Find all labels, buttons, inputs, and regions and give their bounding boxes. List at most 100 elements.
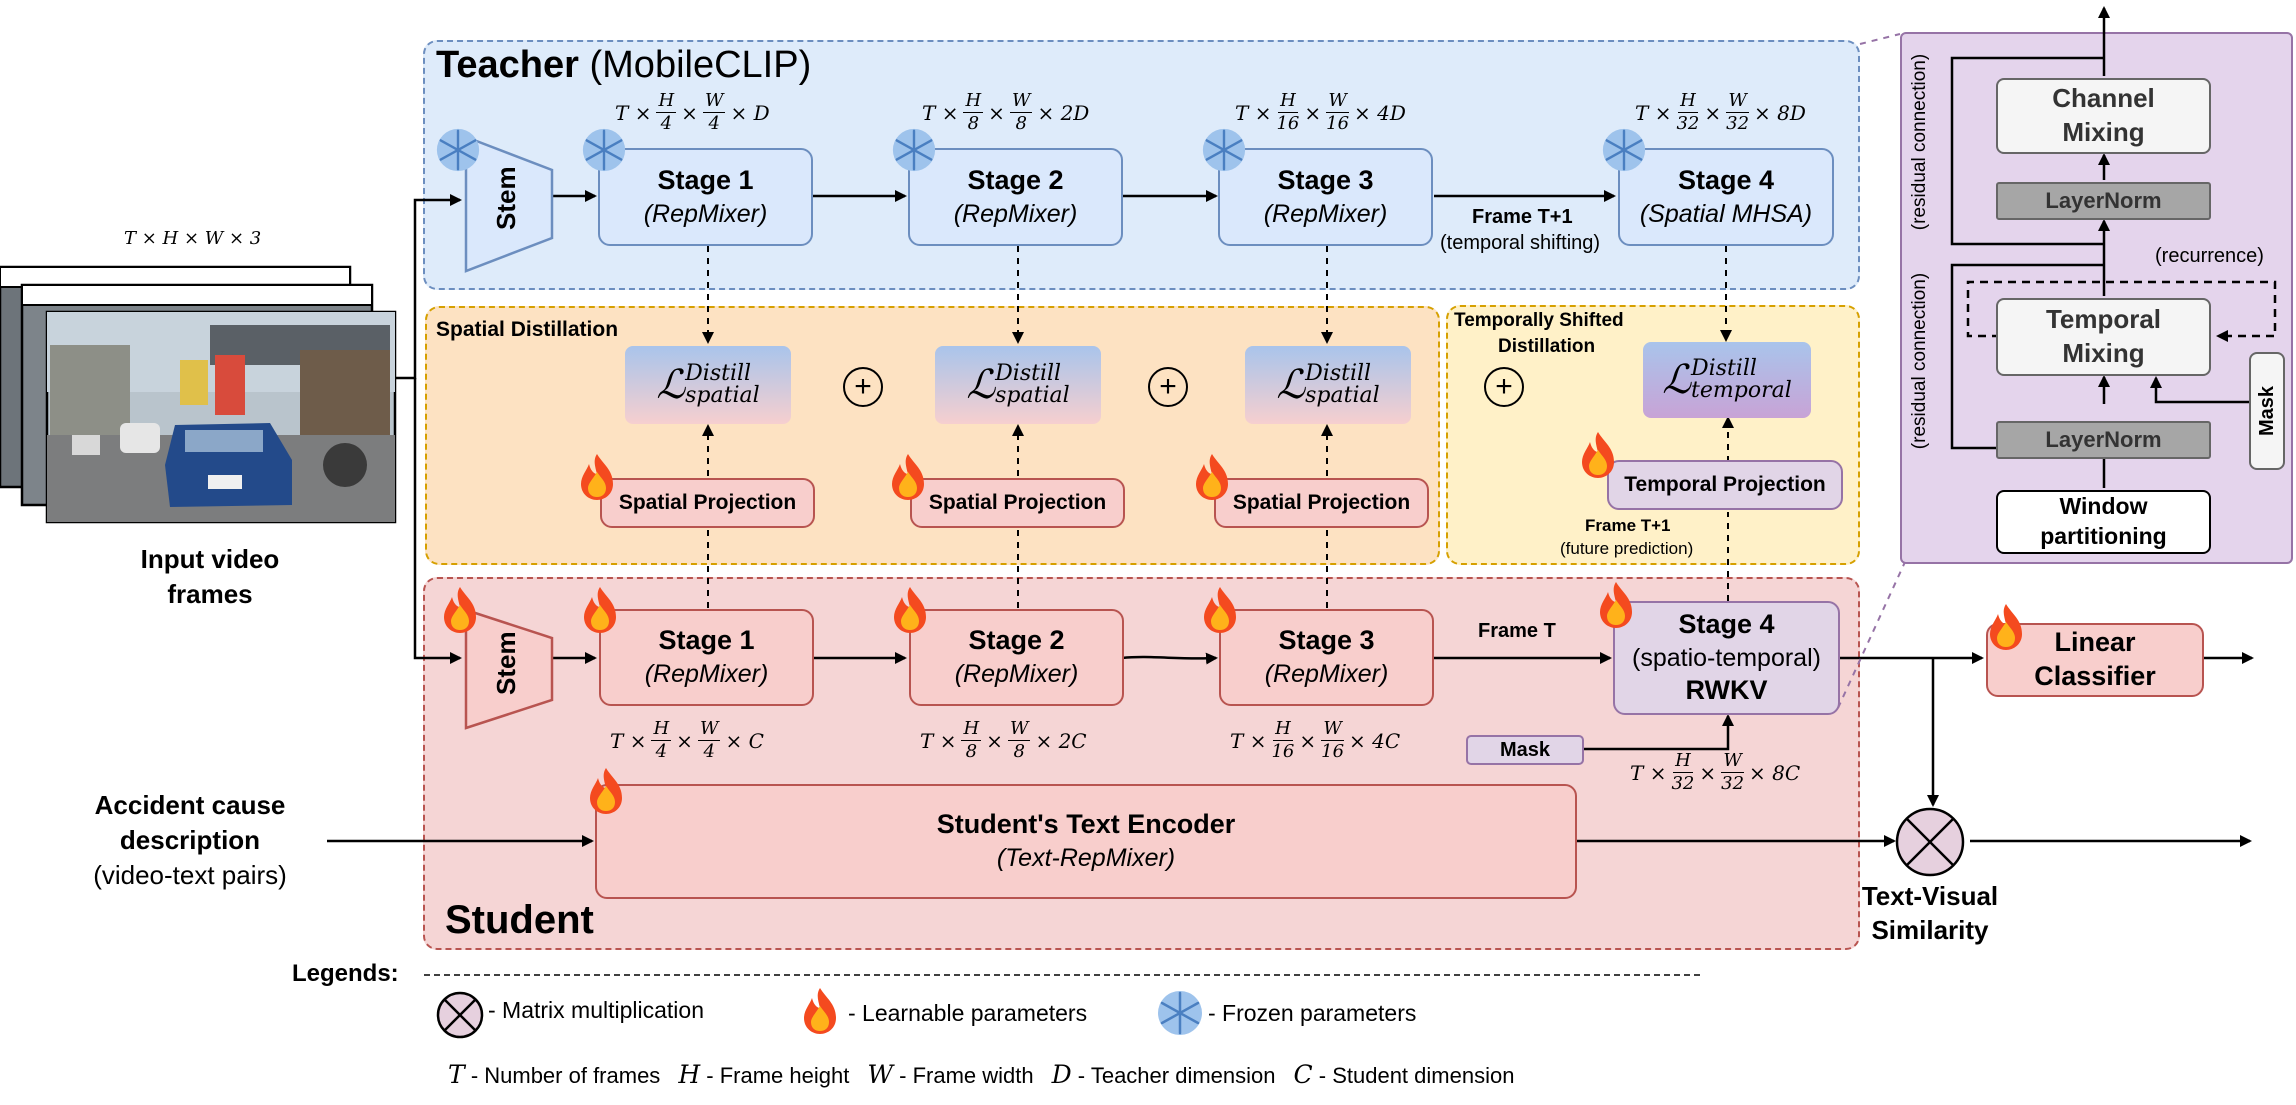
text-input-line1: Accident cause (94, 790, 286, 820)
channel-mixing-line2: Mixing (2062, 117, 2145, 147)
legend-matmul-icon (436, 991, 484, 1039)
student-dim-3-wd: 16 (1321, 741, 1345, 762)
layernorm-top: LayerNorm (1996, 182, 2211, 220)
spatial-loss-2-sub: spatial (995, 383, 1070, 408)
legend-flame-icon (804, 988, 836, 1034)
legend-item-w: W - Frame width (867, 1060, 1033, 1089)
student-dim-3-post: × 4C (1349, 728, 1401, 753)
snowflake-icon (434, 126, 482, 179)
teacher-dim-3-pre: T × (1235, 100, 1272, 125)
spatial-loss-1-symbol: ℒ (656, 362, 686, 408)
legend-item-c: C - Student dimension (1294, 1060, 1515, 1089)
teacher-stage-3-title: Stage 3 (1277, 164, 1374, 195)
spatial-loss-1-sup: Distill (685, 361, 752, 386)
teacher-stage-4-title: Stage 4 (1677, 164, 1775, 195)
legend-snowflake-icon (1158, 991, 1202, 1035)
student-dim-1-h: H (651, 718, 672, 741)
legend-item-w-sym: W (867, 1060, 894, 1089)
input-label: Input video frames (110, 542, 310, 612)
legend-item-c-sym: C (1293, 1060, 1313, 1089)
snowflake-icon (1200, 126, 1248, 179)
legend-symbols: T - Number of frames H - Frame height W … (448, 1060, 1514, 1089)
snowflake-icon (580, 126, 628, 179)
spatial-loss-2-sup: Distill (995, 361, 1062, 386)
legend-item-w-text: - Frame width (899, 1063, 1034, 1088)
input-dim: T × H × W × 3 (124, 228, 262, 249)
student-stage-4-name: RWKV (1685, 675, 1768, 706)
text-encoder-title: Student's Text Encoder (936, 809, 1236, 840)
teacher-stem-label: Stem (491, 166, 521, 230)
window-line2: partitioning (2040, 523, 2167, 549)
student-stem-label: Stem (491, 631, 521, 695)
teacher-dim-4-wd: 32 (1726, 113, 1750, 134)
plus-1: + (843, 367, 883, 407)
teacher-stage-2-sub: (RepMixer) (953, 199, 1078, 228)
classifier-line1: Linear (2054, 627, 2136, 658)
student-dim-3-h: H (1273, 718, 1293, 741)
student-dim-2-post: × 2C (1035, 728, 1087, 753)
flame-icon (1596, 580, 1636, 635)
snowflake-icon (1600, 126, 1648, 179)
student-frame-label: Frame T (1478, 620, 1556, 642)
teacher-stage-4: Stage 4 (Spatial MHSA) (1618, 148, 1834, 246)
spatial-loss-3-symbol: ℒ (1276, 362, 1306, 408)
temporal-loss-sup: Distill (1691, 356, 1757, 381)
student-dim-2-hd: 8 (965, 741, 978, 762)
student-stage-3-sub: (RepMixer) (1264, 660, 1389, 689)
matmul-similarity-icon (1895, 807, 1965, 877)
spatial-projection-3: Spatial Projection (1214, 478, 1429, 528)
legend-item-d: D - Teacher dimension (1052, 1060, 1276, 1089)
teacher-dim-3-w: W (1326, 90, 1349, 113)
input-video-frames-image (0, 265, 397, 524)
flame-icon (440, 585, 480, 640)
window-line1: Window (2059, 493, 2148, 520)
linear-classifier: Linear Classifier (1986, 623, 2204, 697)
teacher-dim-1-wd: 4 (708, 113, 720, 134)
teacher-dim-2-post: × 2D (1037, 100, 1090, 125)
teacher-dim-2-hd: 8 (967, 113, 980, 134)
student-dim-2-pre: T × (920, 728, 957, 753)
temporal-loss-sub: temporal (1691, 378, 1792, 403)
channel-mixing-block: Channel Mixing (1996, 78, 2211, 154)
student-dim-1-pre: T × (610, 728, 647, 753)
student-mask: Mask (1466, 735, 1584, 765)
layernorm-bottom: LayerNorm (1996, 421, 2211, 459)
student-dim-1-post: × C (725, 728, 764, 753)
teacher-title-bold: Teacher (436, 44, 579, 86)
spatial-loss-3-sup: Distill (1305, 361, 1372, 386)
legend-item-c-text: - Student dimension (1318, 1063, 1515, 1088)
recurrence-label: (recurrence) (2155, 245, 2264, 267)
spatial-distillation-title: Spatial Distillation (436, 318, 619, 341)
student-stage-3-title: Stage 3 (1278, 625, 1375, 656)
legend-item-h-sym: H (678, 1060, 701, 1089)
teacher-dim-3-wd: 16 (1326, 113, 1350, 134)
channel-mixing-line1: Channel (2052, 83, 2155, 114)
teacher-dim-1-post: × D (730, 100, 770, 125)
flame-icon (1578, 430, 1618, 485)
future-frame-note: (future prediction) (1560, 539, 1694, 558)
teacher-dim-1-w: W (702, 90, 726, 113)
teacher-dim-2-h: H (963, 90, 984, 113)
student-dim-4-post: × 8C (1749, 760, 1801, 785)
temporal-loss-symbol: ℒ (1662, 357, 1692, 403)
flame-icon (1200, 585, 1240, 640)
similarity-label: Text-Visual Similarity (1840, 880, 2020, 948)
student-title: Student (445, 898, 594, 942)
student-stage-4-rwkv: Stage 4 (spatio-temporal) RWKV (1613, 601, 1840, 715)
student-stage-2-title: Stage 2 (968, 625, 1065, 656)
text-input-line2: description (119, 825, 261, 856)
temporal-distillation-title-2: Distillation (1498, 336, 1596, 357)
teacher-title-model: (MobileCLIP) (578, 44, 812, 86)
student-dim-4-h: H (1673, 750, 1693, 773)
spatial-loss-2-symbol: ℒ (966, 362, 996, 408)
